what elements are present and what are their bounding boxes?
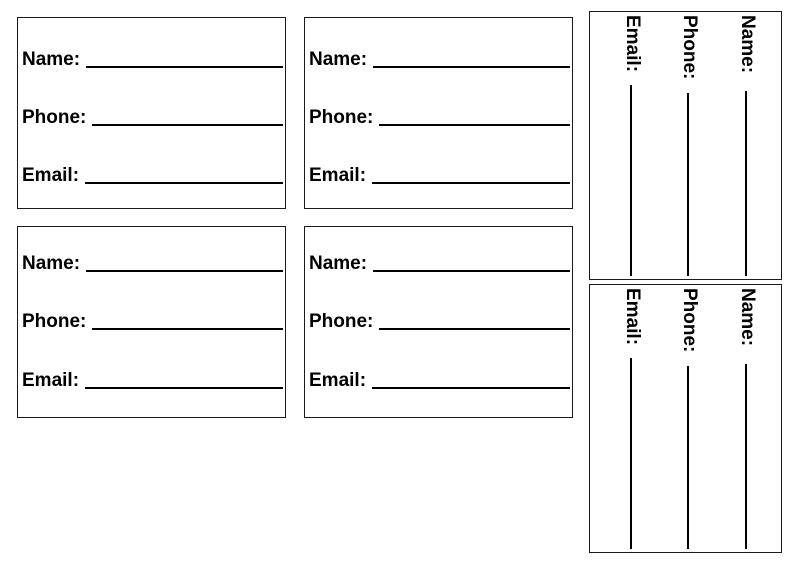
name-label: Name: [22, 253, 81, 274]
phone-line[interactable] [687, 93, 689, 276]
label-card-2: Name: Phone: Email: [304, 17, 573, 209]
phone-line[interactable] [92, 124, 283, 126]
name-label: Name: [737, 15, 758, 74]
phone-label: Phone: [22, 107, 87, 128]
name-column: Name: [735, 15, 759, 276]
email-column: Email: [620, 15, 644, 276]
name-line[interactable] [373, 66, 570, 68]
phone-label: Phone: [679, 15, 700, 80]
phone-row: Phone: [309, 104, 570, 128]
name-line[interactable] [745, 364, 747, 549]
phone-line[interactable] [687, 366, 689, 549]
email-line[interactable] [630, 85, 632, 276]
email-label: Email: [622, 288, 643, 346]
name-row: Name: [309, 250, 570, 274]
email-label: Email: [309, 165, 367, 186]
label-card-4: Name: Phone: Email: [304, 226, 573, 418]
name-line[interactable] [373, 270, 570, 272]
email-label: Email: [22, 370, 80, 391]
name-label: Name: [309, 49, 368, 70]
email-column: Email: [620, 288, 644, 549]
name-label: Name: [737, 288, 758, 347]
email-line[interactable] [85, 182, 283, 184]
email-label: Email: [622, 15, 643, 73]
email-label: Email: [22, 165, 80, 186]
phone-row: Phone: [22, 308, 283, 332]
vertical-label-card-2: Email: Phone: Name: [589, 284, 782, 553]
phone-label: Phone: [22, 311, 87, 332]
phone-line[interactable] [379, 124, 570, 126]
phone-label: Phone: [309, 107, 374, 128]
name-label: Name: [22, 49, 81, 70]
email-line[interactable] [372, 182, 570, 184]
name-line[interactable] [745, 91, 747, 276]
label-card-1: Name: Phone: Email: [17, 17, 286, 209]
phone-line[interactable] [379, 328, 570, 330]
email-line[interactable] [372, 387, 570, 389]
phone-line[interactable] [92, 328, 283, 330]
phone-row: Phone: [22, 104, 283, 128]
name-line[interactable] [86, 270, 283, 272]
email-line[interactable] [630, 358, 632, 549]
name-row: Name: [22, 250, 283, 274]
phone-column: Phone: [677, 288, 701, 549]
phone-row: Phone: [309, 308, 570, 332]
phone-column: Phone: [677, 15, 701, 276]
email-line[interactable] [85, 387, 283, 389]
vertical-label-card-1: Email: Phone: Name: [589, 11, 782, 280]
name-row: Name: [22, 46, 283, 70]
name-column: Name: [735, 288, 759, 549]
name-label: Name: [309, 253, 368, 274]
email-label: Email: [309, 370, 367, 391]
name-row: Name: [309, 46, 570, 70]
email-row: Email: [22, 162, 283, 186]
email-row: Email: [309, 367, 570, 391]
phone-label: Phone: [679, 288, 700, 353]
email-row: Email: [309, 162, 570, 186]
email-row: Email: [22, 367, 283, 391]
label-card-3: Name: Phone: Email: [17, 226, 286, 418]
name-line[interactable] [86, 66, 283, 68]
phone-label: Phone: [309, 311, 374, 332]
